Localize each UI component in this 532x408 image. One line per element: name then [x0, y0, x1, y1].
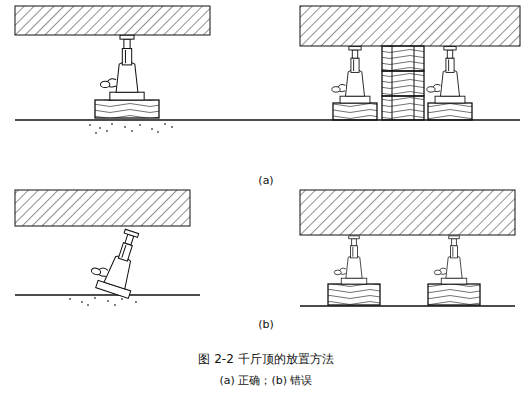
figure-caption: 图 2-2 千斤顶的放置方法	[198, 352, 333, 366]
panel-label: (b)	[258, 318, 274, 331]
caption-note: (a) 正确；(b) 错误	[220, 374, 313, 387]
panel-label: (a)	[258, 174, 273, 187]
